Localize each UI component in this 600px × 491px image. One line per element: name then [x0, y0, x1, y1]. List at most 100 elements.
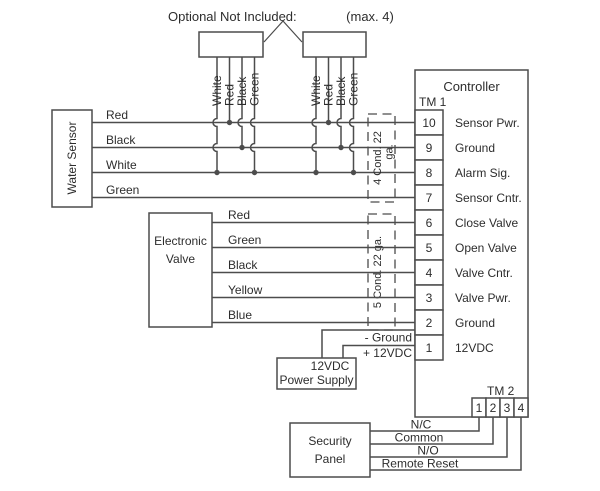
- wire-label-green: Green: [347, 73, 361, 106]
- tm2-label: TM 2: [487, 384, 515, 398]
- tm1-terminal-6-label: Close Valve: [455, 216, 518, 230]
- common-wire: [370, 417, 494, 445]
- wire-label-white: White: [210, 75, 224, 106]
- tm1-terminal-6-number: 6: [426, 216, 433, 230]
- pointer-caret-lines: [263, 20, 303, 43]
- power-supply-label-line2: Power Supply: [279, 373, 353, 387]
- sensor-cable-label: 4 Cond. 22: [372, 131, 384, 185]
- optional-sensor-2-white-wire: [311, 57, 317, 173]
- tm1-terminal-1-number: 1: [426, 341, 433, 355]
- tm1-terminal-1-cell: [414, 334, 444, 361]
- tm1-terminal-2-number: 2: [426, 316, 433, 330]
- ground-wire: [321, 329, 415, 358]
- electronic-valve-label-line1: Electronic: [154, 234, 207, 248]
- sensor-wire-label-red: Red: [106, 108, 128, 122]
- water-sensor-label: Water Sensor: [65, 122, 79, 195]
- tm1-terminal-5: 5 Open Valve: [414, 234, 517, 261]
- valve-wire-label-green: Green: [228, 233, 261, 247]
- tm1-terminal-10-cell: [414, 109, 444, 136]
- tm2-terminal-4-number: 4: [518, 401, 525, 415]
- no-wire: [370, 417, 508, 458]
- tm1-terminal-9-label: Ground: [455, 141, 495, 155]
- controller: Controller TM 1 10 Sensor Pwr. 9 Ground …: [414, 69, 529, 418]
- wire-label-red: Red: [322, 84, 336, 106]
- tm1-terminal-9-cell: [414, 134, 444, 161]
- ground-wire-label: - Ground: [365, 331, 412, 345]
- tm1-terminal-7-label: Sensor Cntr.: [455, 191, 522, 205]
- electronic-valve-label-line2: Valve: [166, 252, 195, 266]
- valve-wire-label-yellow: Yellow: [228, 283, 263, 297]
- nc-wire: [370, 417, 480, 432]
- optional-sensor-2-green-wire: [348, 57, 355, 173]
- tm1-terminal-1-label: 12VDC: [455, 341, 494, 355]
- sensor-cable-label-ga: ga.: [384, 144, 396, 159]
- tm1-terminal-8-number: 8: [426, 166, 433, 180]
- no-wire-label: N/O: [417, 444, 438, 458]
- tm1-terminal-10: 10 Sensor Pwr.: [414, 109, 520, 136]
- sensor-cable-conduit: 4 Cond. 22 ga.: [367, 113, 396, 203]
- controller-title: Controller: [443, 79, 500, 94]
- tm1-terminal-3-cell: [414, 284, 444, 311]
- tm1-terminal-4-label: Valve Cntr.: [455, 266, 513, 280]
- valve-wire-label-blue: Blue: [228, 308, 252, 322]
- optional-sensor-2-box: [302, 31, 367, 58]
- tm2-strip: 1 2 3 4: [471, 397, 529, 418]
- tm1-terminal-10-number: 10: [422, 116, 436, 130]
- tm2-terminal-2-number: 2: [490, 401, 497, 415]
- remote-reset-wire: [370, 417, 522, 471]
- tm1-terminal-7-number: 7: [426, 191, 433, 205]
- optional-sensor-2: White Red Black Green: [302, 31, 367, 176]
- optional-note-label: Optional Not Included:: [168, 9, 297, 24]
- optional-sensor-1-box: [198, 31, 264, 58]
- tm1-terminal-9: 9 Ground: [414, 134, 495, 161]
- tm1-terminal-5-number: 5: [426, 241, 433, 255]
- security-panel-label-line2: Panel: [315, 452, 346, 466]
- common-wire-label: Common: [395, 431, 444, 445]
- water-sensor: Water Sensor Red Black White Green: [51, 108, 415, 208]
- 12vdc-wire: [342, 344, 415, 358]
- tm2-terminal-3-number: 3: [504, 401, 511, 415]
- security-panel: N/C Common N/O Remote Reset Security Pan…: [289, 417, 522, 478]
- optional-sensor-1-white-wire: [212, 57, 218, 173]
- nc-wire-label: N/C: [411, 418, 432, 432]
- wire-label-red: Red: [223, 84, 237, 106]
- header-note: Optional Not Included: (max. 4): [168, 9, 394, 43]
- tm1-terminal-3: 3 Valve Pwr.: [414, 284, 511, 311]
- tm1-terminal-5-cell: [414, 234, 444, 261]
- tm1-terminal-2: 2 Ground: [414, 309, 495, 336]
- tm1-terminal-1: 1 12VDC: [414, 334, 494, 361]
- power-supply: - Ground + 12VDC 12VDC Power Supply: [276, 329, 415, 390]
- tm1-terminal-10-label: Sensor Pwr.: [455, 116, 520, 130]
- tm1-terminal-3-number: 3: [426, 291, 433, 305]
- tm1-terminal-2-label: Ground: [455, 316, 495, 330]
- optional-sensor-1: White Red Black Green: [198, 31, 264, 176]
- security-panel-label-line1: Security: [308, 434, 351, 448]
- remote-reset-wire-label: Remote Reset: [382, 457, 459, 471]
- power-supply-box: [276, 357, 357, 390]
- 12vdc-wire-label: + 12VDC: [363, 346, 412, 360]
- tm1-terminal-3-label: Valve Pwr.: [455, 291, 511, 305]
- wire-label-black: Black: [235, 76, 249, 106]
- tm1-terminal-4: 4 Valve Cntr.: [414, 259, 513, 286]
- electronic-valve: Electronic Valve Red Green Black Yellow …: [148, 208, 415, 328]
- tm1-terminal-8-label: Alarm Sig.: [455, 166, 510, 180]
- optional-sensor-1-green-wire: [249, 57, 256, 173]
- sensor-wire-label-green: Green: [106, 183, 139, 197]
- tm1-label: TM 1: [419, 95, 447, 109]
- tm1-terminal-4-number: 4: [426, 266, 433, 280]
- tm1-terminal-9-number: 9: [426, 141, 433, 155]
- tm1-terminal-7: 7 Sensor Cntr.: [414, 184, 522, 211]
- tm1-terminal-6-cell: [414, 209, 444, 236]
- power-supply-label-line1: 12VDC: [311, 359, 350, 373]
- tm1-terminal-8: 8 Alarm Sig.: [414, 159, 510, 186]
- sensor-wire-label-black: Black: [106, 133, 136, 147]
- tm1-terminal-2-cell: [414, 309, 444, 336]
- water-sensor-box: [51, 109, 93, 208]
- wire-label-black: Black: [334, 76, 348, 106]
- electronic-valve-box: [148, 212, 213, 328]
- tm1-terminal-6: 6 Close Valve: [414, 209, 518, 236]
- security-panel-box: [289, 422, 371, 478]
- wire-label-green: Green: [248, 73, 262, 106]
